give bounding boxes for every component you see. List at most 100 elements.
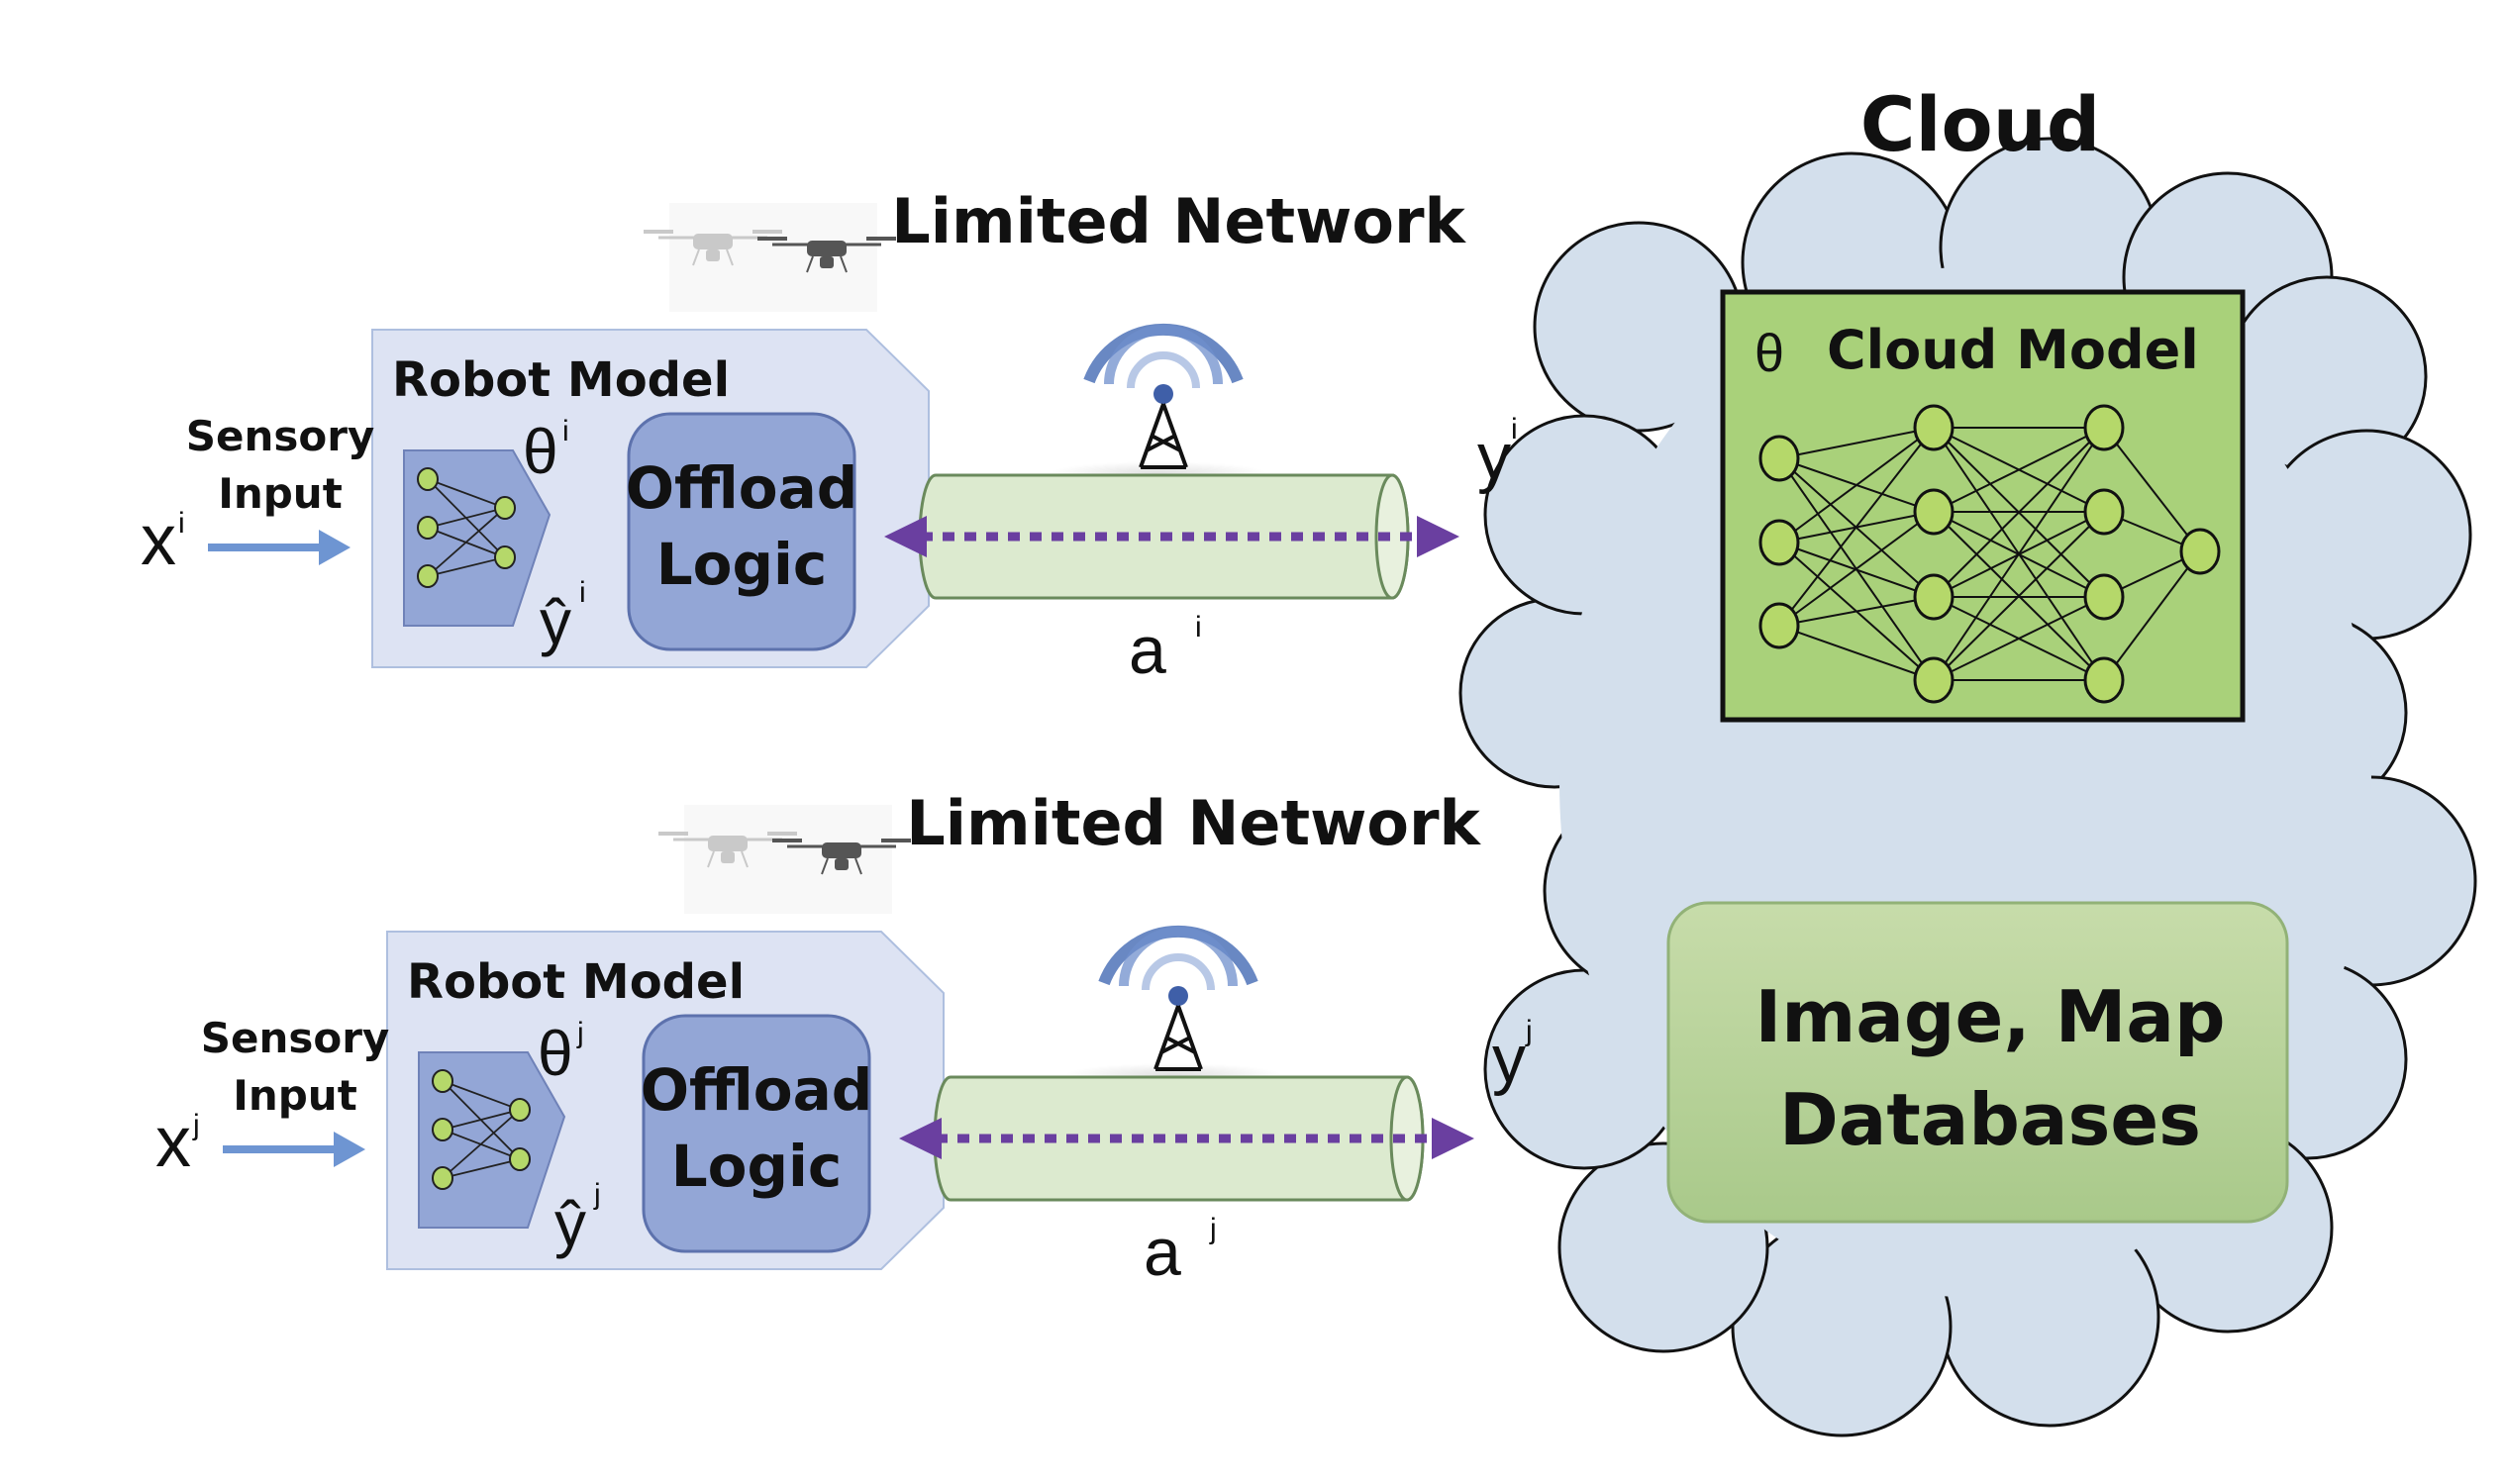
network-node	[1758, 519, 1800, 566]
y-symbol: y	[1492, 1022, 1526, 1097]
arrow-head-left	[899, 1118, 942, 1159]
databases-box: Image, Map Databases	[1666, 901, 2289, 1224]
network-label: Limited Network	[906, 787, 1481, 859]
offload-label-line1: Offload	[626, 454, 858, 522]
offload-label-line1: Offload	[641, 1056, 873, 1124]
drone-leg	[854, 857, 862, 875]
robot-network-shape	[403, 449, 551, 627]
drone-body	[708, 836, 748, 851]
sensory-label-line2: Input	[218, 469, 343, 518]
drone-body	[807, 241, 847, 256]
network-edge	[1778, 427, 1935, 544]
a-superscript: j	[1209, 1213, 1217, 1245]
offload-label-line2: Logic	[656, 531, 828, 598]
robot-model-label: Robot Model	[407, 954, 745, 1010]
theta-superscript: i	[562, 415, 569, 447]
signal-wave	[1119, 927, 1238, 987]
offload-logic-box	[642, 1014, 871, 1253]
drone-body	[822, 842, 861, 858]
network-edge	[1933, 427, 2105, 681]
network-edge	[1933, 511, 2105, 681]
drone-photo-bg	[684, 805, 892, 914]
drone-leg	[806, 255, 814, 273]
sensory-label-line1: Sensory	[201, 1014, 390, 1062]
arrow-head	[319, 530, 351, 565]
network-node	[494, 545, 516, 569]
tower-frame	[1153, 1005, 1203, 1071]
network-edge	[1778, 427, 1935, 459]
robot-model-label: Robot Model	[392, 352, 730, 408]
tower-frame	[1139, 403, 1188, 469]
drone-leg	[707, 850, 715, 868]
drone-icon	[658, 832, 797, 868]
drone-body	[693, 234, 733, 249]
network-node	[2083, 656, 2125, 704]
tower-antenna	[1168, 986, 1188, 1006]
offload-logic-box	[627, 412, 856, 651]
sensory-label-line2: Input	[233, 1071, 357, 1120]
y-symbol: y	[1477, 420, 1511, 495]
tower-antenna	[1153, 384, 1173, 404]
databases-line2: Databases	[1779, 1078, 2201, 1161]
network-edge	[427, 478, 506, 509]
network-node	[509, 1147, 531, 1171]
network-edge	[1933, 427, 2105, 598]
network-edge	[427, 556, 506, 577]
network-node	[432, 1166, 453, 1190]
network-node	[432, 1118, 453, 1141]
drone-leg	[821, 857, 829, 875]
drone-icon	[658, 805, 911, 914]
y-superscript: j	[1525, 1015, 1533, 1047]
cloud-title: Cloud	[1860, 80, 2101, 168]
y-hat-symbol: ŷ	[554, 1188, 586, 1259]
cell-tower-icon	[1083, 323, 1244, 469]
x-symbol: x	[141, 501, 176, 580]
network-edge	[2103, 427, 2201, 552]
cloud-model-theta: θ	[1754, 324, 1784, 383]
drone-camera	[721, 851, 735, 863]
drone-icon	[757, 237, 896, 273]
network-edge	[1778, 511, 1935, 627]
network-edge	[1933, 596, 2105, 681]
network-node	[509, 1098, 531, 1122]
databases-line1: Image, Map	[1755, 975, 2226, 1058]
network-pipe	[933, 1063, 1425, 1202]
drone-camera	[820, 256, 834, 268]
network-node	[1758, 602, 1800, 649]
robot-network-shape	[418, 1051, 566, 1229]
cloud-model-label: Cloud Model	[1827, 319, 2199, 381]
network-edge	[442, 1109, 521, 1179]
network-edge	[2103, 550, 2201, 681]
network-node	[1913, 656, 1955, 704]
network-edge	[442, 1109, 521, 1131]
a-superscript: i	[1195, 611, 1202, 643]
drone-leg	[741, 850, 749, 868]
a-symbol: a	[1144, 1215, 1181, 1290]
y-hat-superscript: j	[593, 1178, 601, 1211]
network-node	[1913, 404, 1955, 451]
network-node	[417, 564, 439, 588]
network-pipe	[918, 461, 1410, 600]
arrow-head-right	[1432, 1118, 1474, 1159]
network-edge	[1778, 596, 1935, 627]
network-node	[417, 516, 439, 540]
y-hat-superscript: i	[579, 576, 586, 609]
theta-symbol: θ	[538, 1018, 573, 1089]
signal-wave	[1127, 351, 1200, 389]
network-edge	[1933, 427, 2105, 513]
cell-tower-icon	[1098, 925, 1258, 1071]
network-edge	[427, 507, 506, 529]
network-node	[494, 496, 516, 520]
network-node	[2083, 404, 2125, 451]
drone-icon	[772, 839, 911, 875]
drone-icon	[644, 203, 896, 312]
drone-leg	[840, 255, 848, 273]
network-node	[1913, 488, 1955, 536]
network-node	[432, 1069, 453, 1093]
network-label: Limited Network	[891, 185, 1466, 257]
x-symbol: x	[155, 1103, 191, 1182]
network-edge	[427, 507, 506, 577]
neural-network-icon	[1758, 404, 2221, 704]
